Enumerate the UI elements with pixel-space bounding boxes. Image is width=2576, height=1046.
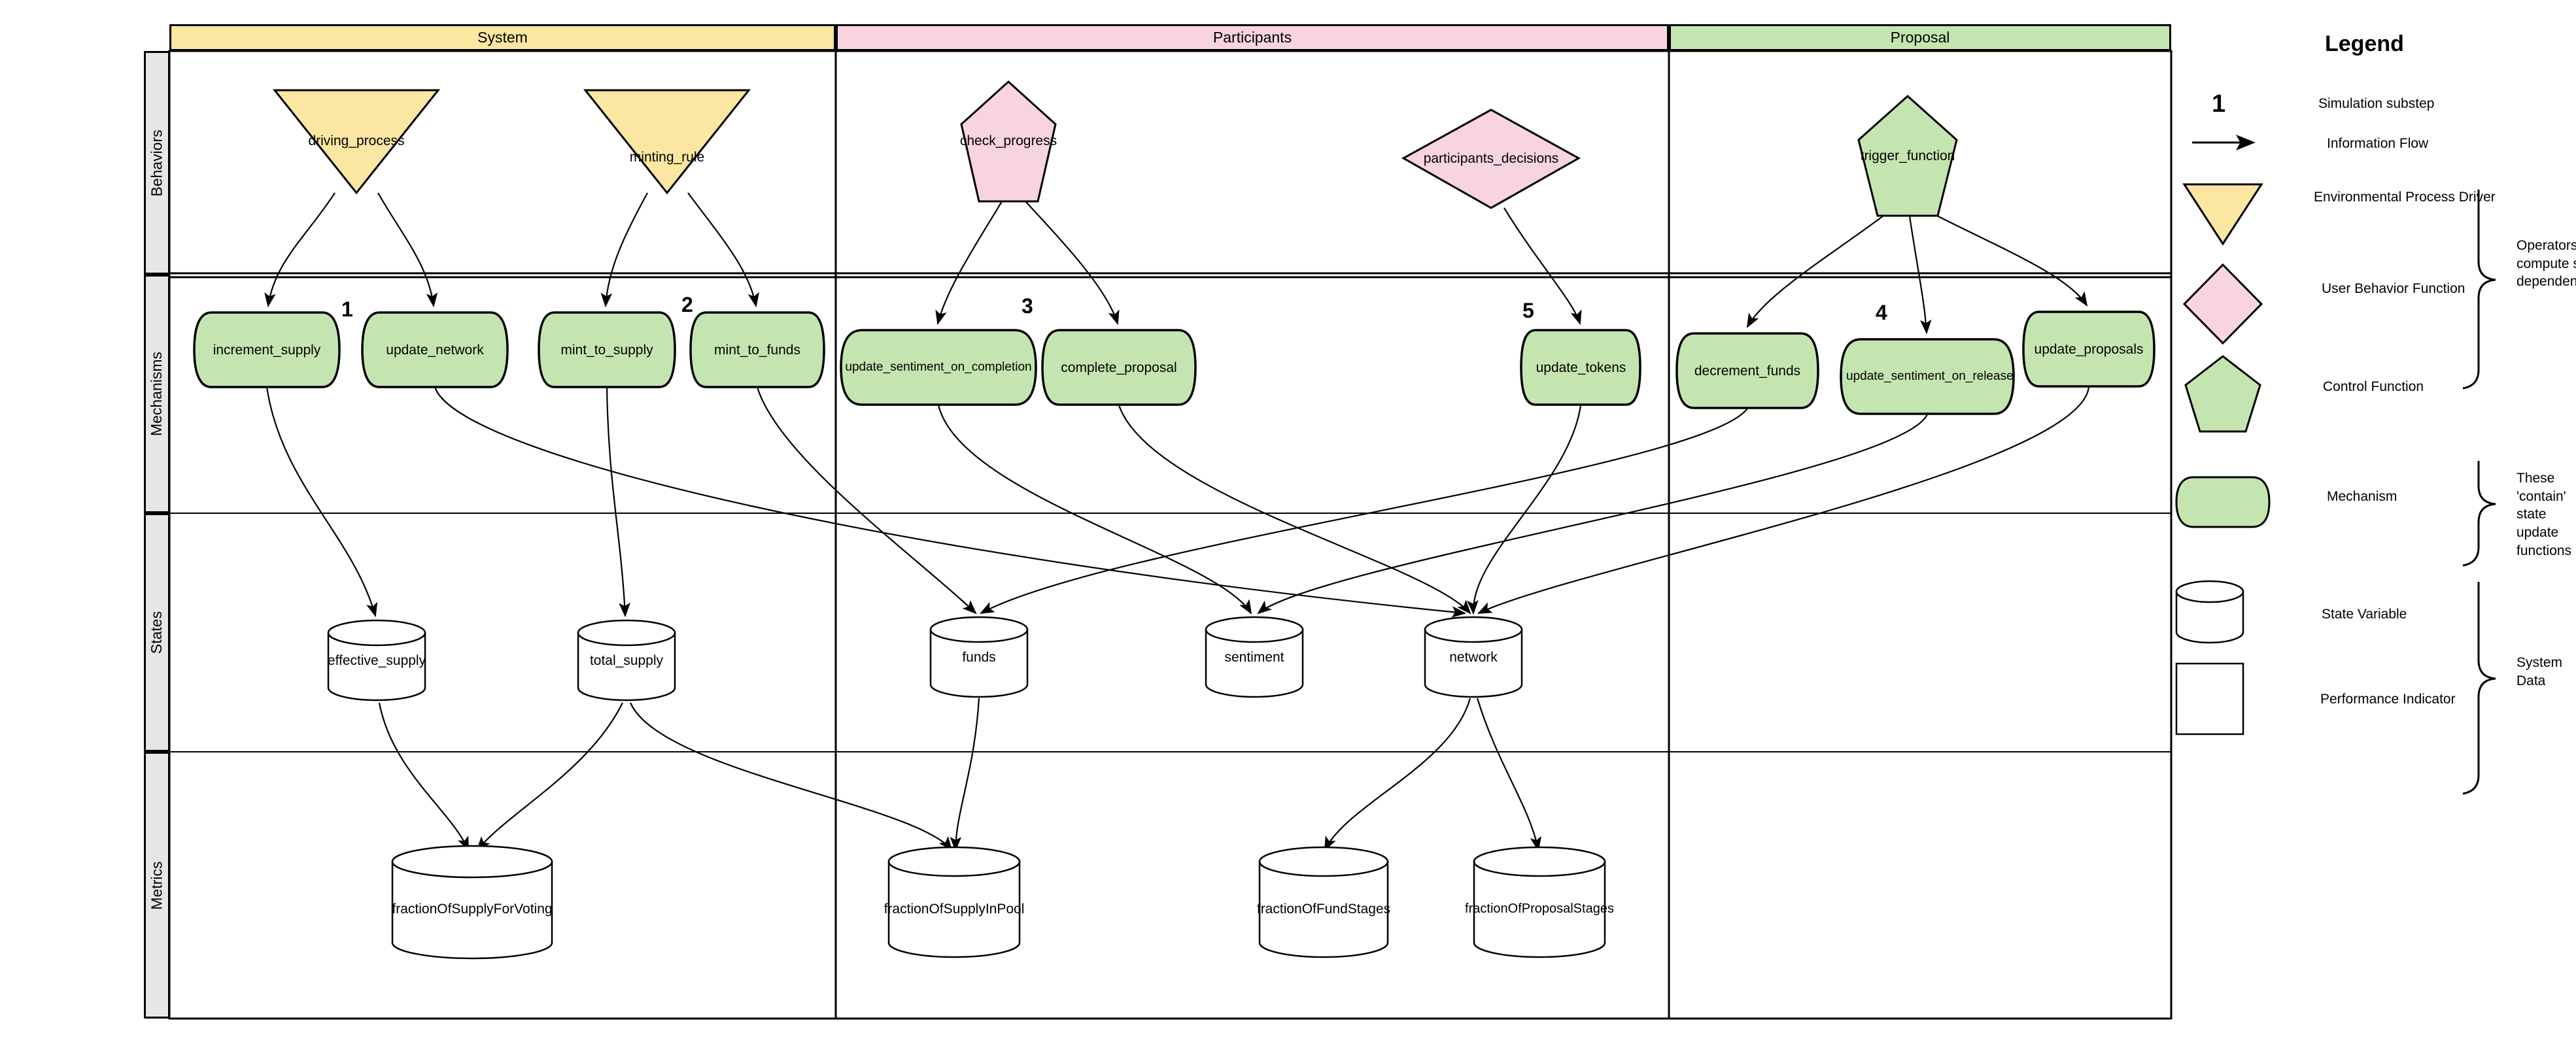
shape-total_supply xyxy=(577,619,676,701)
edge-update_proposals-network xyxy=(1477,386,2090,614)
legend-label-performance-indicator: Performance Indicator xyxy=(2320,692,2456,707)
edge-total_supply-fractionOfSupplyForVoting xyxy=(476,702,623,851)
shape-mint_to_supply xyxy=(538,311,676,388)
legend-title: Legend xyxy=(2325,31,2404,56)
row-label-mechanisms: Mechanisms xyxy=(144,275,170,513)
user-behavior-function-icon xyxy=(2182,263,2263,345)
legend-substep-number: 1 xyxy=(2212,90,2226,118)
mechanism-brace-icon xyxy=(2462,461,2496,567)
shape-update_sentiment_on_completion xyxy=(840,329,1037,406)
shape-update_network xyxy=(361,311,509,388)
control-function-icon xyxy=(2184,355,2261,433)
substep-number-2: 2 xyxy=(681,293,693,316)
edge-group-behavior-to-mechanism xyxy=(264,192,2088,335)
edge-decrement_funds-funds xyxy=(980,408,1748,615)
environmental-process-driver-icon xyxy=(2182,183,2263,246)
shape-driving_process xyxy=(272,89,441,195)
behavior-shapes xyxy=(272,80,1958,217)
shape-fractionOfFundStages xyxy=(1258,846,1389,958)
shape-effective_supply xyxy=(327,619,426,701)
lane-header-label: Proposal xyxy=(1890,29,1950,46)
state-variable-icon xyxy=(2175,580,2244,644)
operators-brace-icon xyxy=(2462,190,2496,390)
shape-trigger_function xyxy=(1857,94,1958,217)
legend-label-simulation-substep: Simulation substep xyxy=(2318,96,2435,111)
legend-label-state-variable: State Variable xyxy=(2322,607,2407,622)
mechanism-shapes xyxy=(193,311,2155,415)
shape-minting_rule xyxy=(583,89,751,195)
substep-number-5: 5 xyxy=(1522,299,1534,322)
shape-decrement_funds xyxy=(1675,332,1819,409)
shape-update_sentiment_on_release xyxy=(1840,338,2015,415)
shape-update_tokens xyxy=(1520,329,1641,406)
shape-network xyxy=(1424,616,1523,698)
edge-funds-fractionOfSupplyInPool xyxy=(950,698,980,852)
edge-group-mechanism-to-state xyxy=(266,386,2090,618)
legend-brace-text-mechanism: These 'contain' state update functions xyxy=(2516,471,2572,558)
shape-mint_to_funds xyxy=(689,311,825,388)
lane-header-label: System xyxy=(477,29,528,46)
swimlane-grid xyxy=(168,50,2172,1020)
substep-number-4: 4 xyxy=(1876,301,1887,324)
legend-brace-text-system-data: System Data xyxy=(2516,655,2563,688)
edge-participants_decisions-update_tokens xyxy=(1503,207,1582,326)
edge-network-fractionOfProposalStages xyxy=(1476,698,1542,852)
legend-label-user-behavior-function: User Behavior Function xyxy=(2322,281,2465,296)
shape-fractionOfSupplyInPool xyxy=(887,846,1021,958)
edge-mint_to_supply-total_supply xyxy=(606,386,630,618)
edge-total_supply-fractionOfSupplyInPool xyxy=(629,702,953,851)
edge-trigger_function-update_sentiment_on_release xyxy=(1908,215,1932,335)
legend-symbols xyxy=(2175,135,2496,795)
edge-update_sentiment_on_completion-sentiment xyxy=(937,405,1252,615)
legend-label-control-function: Control Function xyxy=(2323,379,2424,394)
edge-network-fractionOfFundStages xyxy=(1324,698,1471,851)
edge-update_network-network xyxy=(434,386,1467,618)
shape-check_progress xyxy=(960,80,1057,203)
shape-funds xyxy=(929,616,1029,698)
edge-trigger_function-update_proposals xyxy=(1936,215,2088,307)
metric-shapes xyxy=(391,845,1606,960)
shape-sentiment xyxy=(1205,616,1304,698)
legend-brace-text-operators: Operators which compute state dependent … xyxy=(2516,238,2576,290)
row-label-metrics: Metrics xyxy=(144,752,170,1019)
state-shapes xyxy=(327,616,1523,701)
substep-number-3: 3 xyxy=(1022,294,1033,318)
edge-increment_supply-effective_supply xyxy=(266,386,378,618)
legend-label-environmental-process-driver: Environmental Process Driver xyxy=(2314,190,2496,205)
edge-update_tokens-network xyxy=(1467,405,1582,615)
edge-complete_proposal-network xyxy=(1118,405,1471,615)
performance-indicator-icon xyxy=(2175,662,2244,735)
edge-minting_rule-mint_to_supply xyxy=(600,192,648,308)
edge-minting_rule-mint_to_funds xyxy=(687,192,759,308)
shape-increment_supply xyxy=(193,311,341,388)
edge-mint_to_funds-funds xyxy=(756,386,977,615)
edge-driving_process-update_network xyxy=(377,192,438,308)
lane-header-proposal: Proposal xyxy=(1669,24,2171,51)
legend-label-mechanism: Mechanism xyxy=(2327,489,2397,504)
mechanism-icon xyxy=(2175,476,2271,528)
shape-participants_decisions xyxy=(1401,109,1581,209)
lane-header-label: Participants xyxy=(1212,29,1292,46)
edge-check_progress-update_sentiment_on_completion xyxy=(935,201,1003,326)
edge-check_progress-complete_proposal xyxy=(1025,201,1120,326)
edge-group-state-to-metric xyxy=(378,698,1542,852)
shape-fractionOfSupplyForVoting xyxy=(391,845,553,960)
edge-trigger_function-decrement_funds xyxy=(1746,215,1884,328)
shape-fractionOfProposalStages xyxy=(1473,846,1606,958)
system-data-brace-icon xyxy=(2462,582,2496,795)
edge-driving_process-increment_supply xyxy=(264,192,335,308)
legend-label-information-flow: Information Flow xyxy=(2327,136,2429,151)
shape-update_proposals xyxy=(2022,311,2155,388)
edge-update_sentiment_on_release-sentiment xyxy=(1257,414,1928,615)
edge-effective_supply-fractionOfSupplyForVoting xyxy=(378,702,470,852)
substep-number-1: 1 xyxy=(341,297,353,321)
shape-complete_proposal xyxy=(1041,329,1197,406)
row-label-states: States xyxy=(144,513,170,752)
